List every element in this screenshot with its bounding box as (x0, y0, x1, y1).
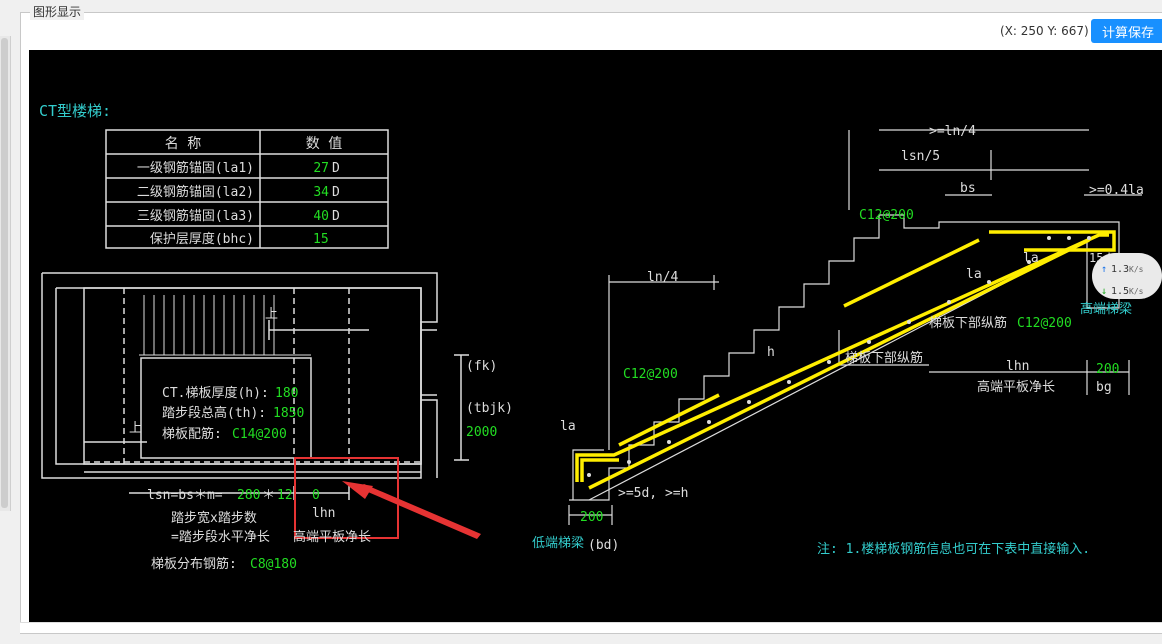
download-arrow-icon: ↓ (1101, 286, 1107, 297)
top-rebar-value[interactable]: C12@200 (859, 208, 914, 223)
dim-la: la (966, 267, 982, 282)
upload-speed: 1.3 (1111, 264, 1129, 275)
drawing-title: CT型楼梯: (39, 102, 111, 120)
table-cell-value[interactable]: 40 (313, 209, 329, 224)
upload-arrow-icon: ↑ (1101, 264, 1107, 275)
up-arrow-label: 上 (129, 421, 142, 436)
bg-label: bg (1096, 380, 1112, 395)
low-beam-label: 低端梯梁 (532, 536, 584, 551)
table-cell-value[interactable]: 27 (313, 161, 329, 176)
rebar-label: 梯板配筋: (162, 426, 222, 442)
scroll-thumb[interactable] (1, 38, 8, 508)
table-cell-value[interactable]: 34 (313, 185, 329, 200)
stair-drawing: 名 称 数 值 一级钢筋锚固(la1) 27 D 二级钢筋锚固(la2) 34 … (39, 102, 1162, 572)
left-scrollbar[interactable] (0, 36, 11, 511)
rebar-value[interactable]: C14@200 (232, 427, 287, 442)
speed-unit: K/s (1129, 265, 1144, 274)
param-table-border (105, 129, 389, 249)
dim-h: h (767, 345, 775, 360)
table-cell-name: 三级钢筋锚固(la3) (137, 208, 254, 224)
low-rebar-value[interactable]: C12@200 (623, 367, 678, 382)
bottom-bar-label: 梯板下部纵筋 (929, 315, 1007, 331)
annotation-arrow (357, 484, 481, 539)
table-cell-value[interactable]: 15 (313, 232, 329, 247)
lhn-label-section: lhn (1006, 359, 1029, 374)
height-value[interactable]: 1850 (273, 406, 304, 421)
low-beam-width[interactable]: 200 (580, 510, 603, 525)
speed-unit: K/s (1129, 287, 1144, 296)
lsn-m-value[interactable]: 12 (277, 488, 293, 503)
dim-la-low: la (560, 419, 576, 434)
bottom-bar-value[interactable]: C12@200 (1017, 316, 1072, 331)
table-header-value: 数 值 (306, 136, 342, 152)
bottom-scrollbar[interactable] (20, 622, 1162, 633)
input-note: 注: 1.楼梯板钢筋信息也可在下表中直接输入. (817, 541, 1090, 557)
table-header-name: 名 称 (165, 136, 201, 152)
dim-ln4-low: ln/4 (647, 270, 678, 285)
dim-ln4-top: >=ln/4 (929, 124, 976, 139)
table-cell-name: 一级钢筋锚固(la1) (137, 160, 254, 176)
lsn-star: ＊ (262, 488, 275, 503)
rebar-lines (575, 230, 1116, 490)
calc-save-button[interactable]: 计算保存 (1091, 19, 1162, 43)
table-cell-name: 二级钢筋锚固(la2) (137, 184, 254, 200)
table-cell-unit: D (332, 209, 340, 224)
thickness-label: CT.梯板厚度(h): (162, 385, 269, 401)
high-beam-label: 高端梯梁 (1080, 301, 1132, 317)
dim-la: la (1023, 251, 1039, 266)
dim-5d: >=5d, >=h (618, 486, 688, 501)
dist-rebar-value[interactable]: C8@180 (250, 557, 297, 572)
thickness-value[interactable]: 180 (275, 386, 298, 401)
lsn-bs-value[interactable]: 280 (237, 488, 260, 503)
tbjk-label: (tbjk) (466, 401, 513, 416)
fk-label: (fk) (466, 359, 497, 374)
height-label: 踏步段总高(th): (162, 405, 266, 421)
cad-canvas[interactable]: 名 称 数 值 一级钢筋锚固(la1) 27 D 二级钢筋锚固(la2) 34 … (29, 50, 1162, 622)
highlight-box (294, 457, 399, 539)
up-arrow-label: 上 (265, 307, 278, 322)
table-cell-unit: D (332, 185, 340, 200)
high-beam-width[interactable]: 200 (1096, 362, 1119, 377)
dim-bs: bs (960, 181, 976, 196)
bd-label: (bd) (588, 538, 619, 553)
download-speed: 1.5 (1111, 286, 1129, 297)
note-horizontal-length: =踏步段水平净长 (171, 530, 270, 545)
table-cell-unit: D (332, 161, 340, 176)
bottom-bar-label: 梯板下部纵筋 (845, 350, 923, 366)
speed-widget[interactable] (1092, 253, 1162, 299)
coordinate-readout: (X: 250 Y: 667) (1000, 24, 1089, 38)
table-cell-name: 保护层厚度(bhc) (150, 231, 254, 247)
lsn-label: lsn=bs＊m= (147, 488, 223, 503)
note-step-width: 踏步宽x踏步数 (171, 510, 257, 526)
panel-title: 图形显示 (30, 3, 85, 20)
high-slab-label: 高端平板净长 (977, 379, 1055, 395)
dim-04la: >=0.4la (1089, 183, 1144, 198)
dist-rebar-label: 梯板分布钢筋: (151, 556, 237, 572)
note-high-slab: 高端平板净长 (293, 529, 371, 545)
dim-lsn5: lsn/5 (901, 149, 940, 164)
lhn-value[interactable]: 0 (312, 488, 320, 503)
lhn-label: lhn (312, 506, 335, 521)
width-value[interactable]: 2000 (466, 425, 497, 440)
